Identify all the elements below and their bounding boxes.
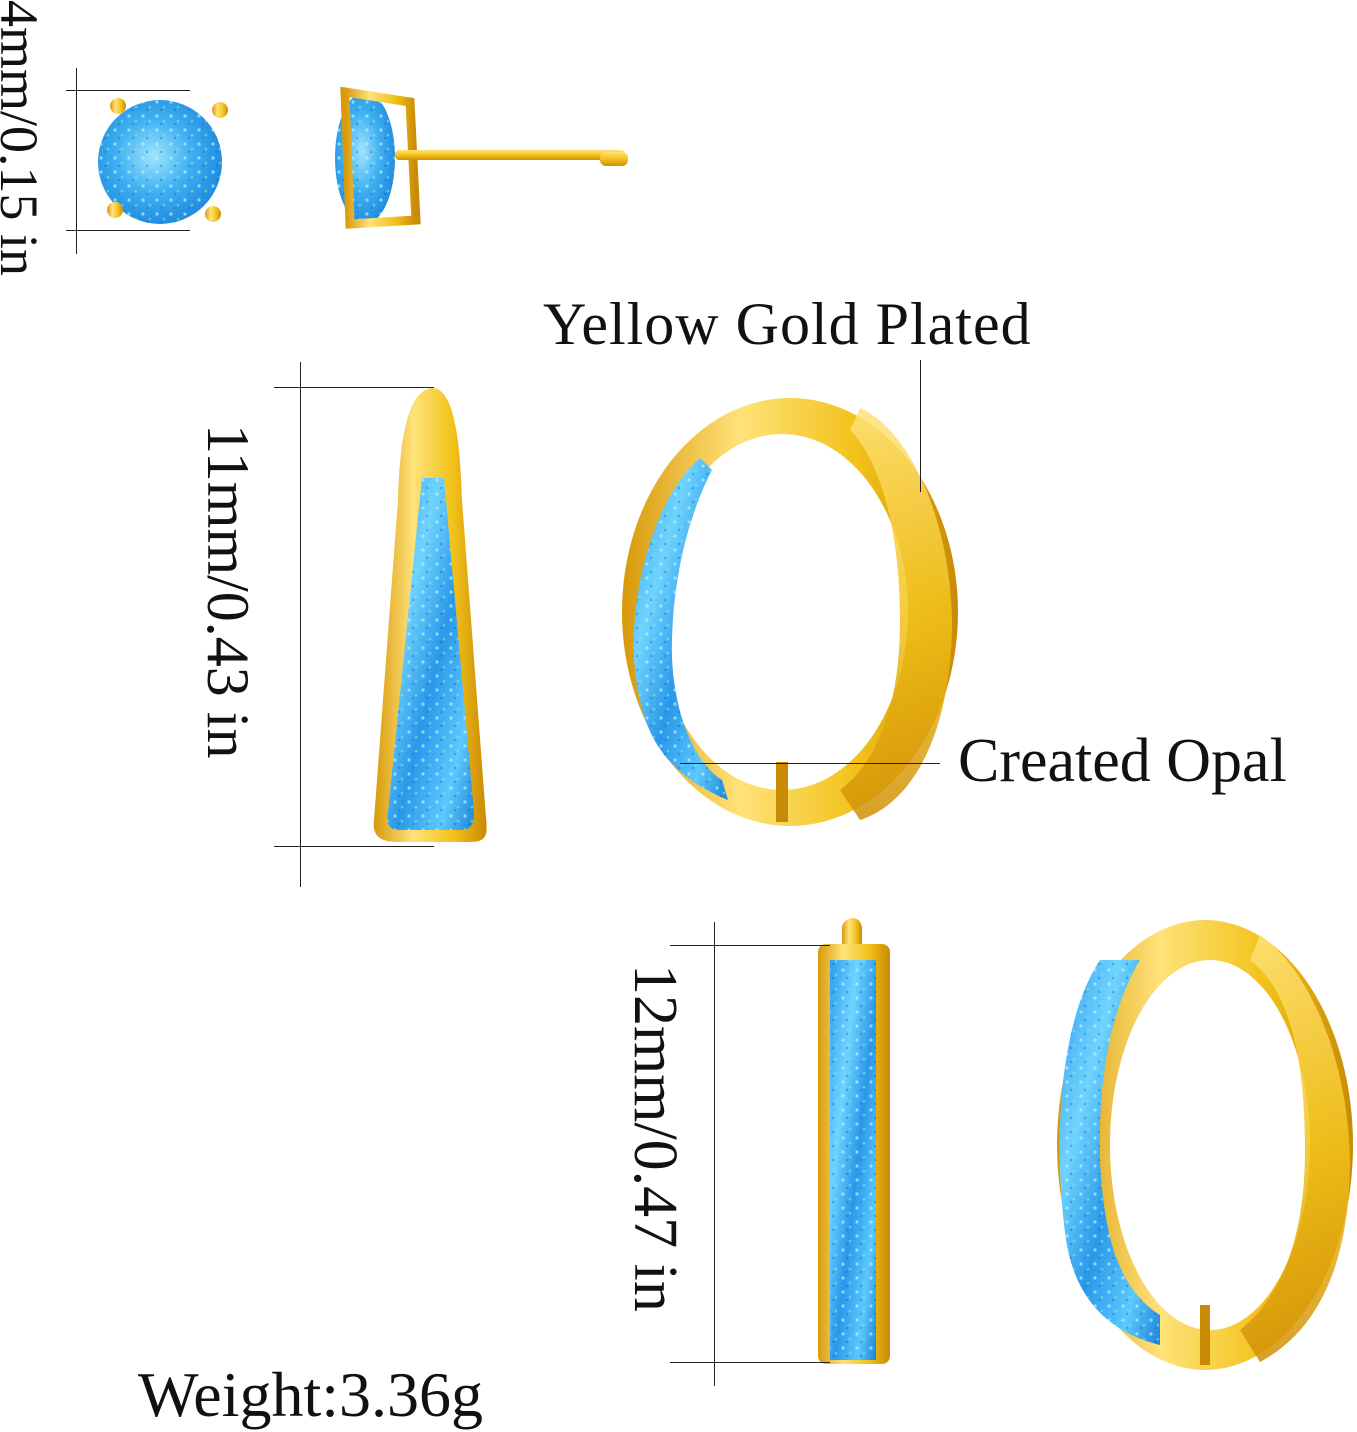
opal-hoop-earring-1	[622, 398, 958, 826]
metal-callout-leader	[920, 360, 921, 492]
channel-size-label: 12mm/0.47 in	[621, 964, 689, 1312]
channel-dimension-tick-top	[670, 945, 830, 946]
stone-callout-label: Created Opal	[958, 727, 1287, 795]
opal-hoop-earring-2	[1057, 920, 1353, 1370]
weight-label: Weight:3.36g	[138, 1359, 484, 1430]
stud-dimension-tick-bottom	[66, 230, 190, 231]
stone-callout-leader	[680, 763, 940, 764]
stud-dimension-line	[76, 68, 77, 254]
tapered-dimension-tick-bottom	[274, 846, 434, 847]
tapered-dimension-line	[300, 362, 301, 887]
tapered-earring	[373, 388, 487, 842]
stud-size-label: 4mm/0.15 in	[0, 0, 49, 277]
stud-side-view	[335, 86, 628, 229]
channel-dimension-line	[714, 922, 715, 1386]
channel-earring	[818, 918, 890, 1364]
tapered-size-label: 11mm/0.43 in	[195, 424, 261, 759]
stud-dimension-tick-top	[66, 90, 190, 91]
stud-front-view	[98, 98, 228, 224]
metal-callout-label: Yellow Gold Plated	[543, 291, 1032, 357]
tapered-dimension-tick-top	[274, 387, 434, 388]
channel-dimension-tick-bottom	[670, 1362, 830, 1363]
